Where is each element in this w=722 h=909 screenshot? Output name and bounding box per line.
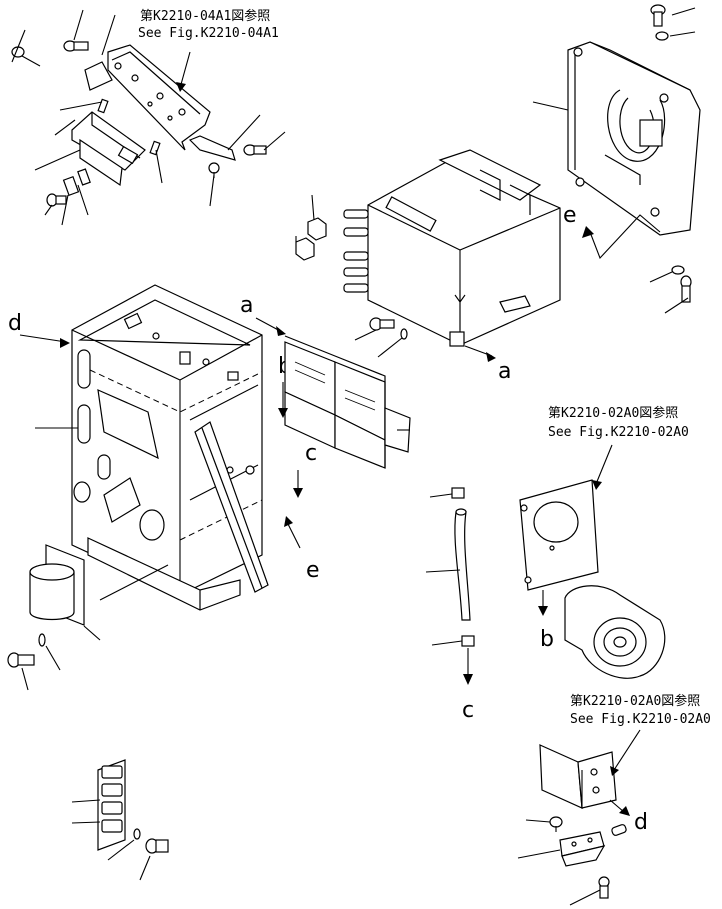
- reference-fig-02a0-upper: 第K2210-02A0図参照 See Fig.K2210-02A0: [548, 405, 689, 440]
- blower-motor-assembly: [519, 479, 666, 679]
- diagonal-support-bar: [194, 421, 269, 593]
- reference-en-text: See Fig.K2210-02A0: [548, 425, 689, 440]
- reference-fig-04a1: 第K2210-04A1図参照 See Fig.K2210-04A1: [138, 8, 279, 41]
- bolt-icon: [145, 838, 169, 854]
- cube-icon: [295, 237, 315, 261]
- leader-lines-center: [295, 194, 496, 362]
- letter-a-marker: a: [240, 293, 253, 318]
- arrow-icon: [619, 806, 630, 816]
- cube-icon: [307, 217, 327, 241]
- heater-unit: [295, 149, 561, 347]
- letter-d-marker: d: [8, 311, 22, 336]
- reference-en-text: See Fig.K2210-04A1: [138, 26, 279, 41]
- reference-jp-text: 第K2210-04A1図参照: [140, 8, 270, 24]
- arrow-icon: [176, 82, 186, 92]
- leader-lines-top-right: [532, 7, 696, 314]
- washer-icon: [671, 265, 685, 275]
- reference-fig-02a0-lower: 第K2210-02A0図参照 See Fig.K2210-02A0: [570, 693, 711, 727]
- arrow-icon: [293, 488, 303, 498]
- screw-icon: [243, 144, 267, 156]
- top-left-bracket-assembly: [11, 40, 267, 207]
- letter-d-marker: d: [634, 810, 648, 835]
- clip-icon: [461, 635, 475, 647]
- letter-b-marker: b: [540, 627, 554, 652]
- arrow-icon: [538, 606, 548, 616]
- relay-block: [97, 759, 169, 854]
- arrow-icon: [486, 352, 496, 362]
- screw-icon: [680, 275, 692, 303]
- arrow-icon: [463, 674, 473, 685]
- duct-cylinder-assembly: [7, 544, 85, 668]
- arrow-icon: [592, 480, 602, 490]
- clip-icon: [62, 168, 91, 196]
- leader-lines-frame: [19, 334, 301, 601]
- letter-e-marker: e: [306, 558, 320, 583]
- bolt-icon: [7, 652, 35, 668]
- leader-lines-filter: [255, 317, 410, 498]
- screw-icon: [46, 193, 67, 207]
- bolt-icon: [369, 317, 395, 331]
- washer-icon: [655, 31, 669, 41]
- hose-assembly: [451, 487, 475, 685]
- letter-c-marker: c: [462, 698, 474, 723]
- screw-icon: [63, 40, 89, 52]
- leader-lines-duct: [21, 625, 101, 691]
- washer-icon: [38, 633, 46, 647]
- hose-icon: [454, 511, 471, 621]
- bottom-right-bracket-assembly: [539, 744, 627, 899]
- main-frame-box: [71, 284, 263, 611]
- letter-a-marker: a: [498, 359, 511, 384]
- top-right-cover-assembly: [567, 4, 701, 303]
- screw-icon: [650, 4, 666, 27]
- letter-e-marker: e: [563, 203, 577, 228]
- leader-lines-relay: [71, 799, 151, 881]
- leader-lines-bottom-right: [517, 729, 641, 906]
- arrow-icon: [610, 766, 619, 776]
- screw-icon: [11, 46, 41, 67]
- arrow-icon: [276, 326, 286, 336]
- reference-jp-text: 第K2210-02A0図参照: [548, 405, 678, 421]
- pipe-stub-icon: [343, 209, 369, 293]
- arrow-icon: [60, 338, 70, 348]
- clip-icon: [451, 487, 465, 499]
- leader-lines-top-left: [11, 9, 286, 226]
- reference-jp-text: 第K2210-02A0図参照: [570, 693, 700, 709]
- screw-icon: [598, 876, 610, 899]
- leader-lines-blower: [538, 444, 613, 616]
- reference-en-text: See Fig.K2210-02A0: [570, 712, 711, 727]
- letter-c-marker: c: [305, 441, 317, 466]
- leader-lines-hose: [425, 493, 463, 646]
- arrow-icon: [582, 226, 594, 238]
- arrow-icon: [278, 408, 288, 418]
- arrow-icon: [284, 516, 293, 527]
- screw-icon: [549, 816, 563, 832]
- filter-panel: [284, 335, 411, 469]
- washer-icon: [133, 828, 141, 840]
- washer-icon: [400, 328, 408, 340]
- clip-icon: [449, 331, 465, 347]
